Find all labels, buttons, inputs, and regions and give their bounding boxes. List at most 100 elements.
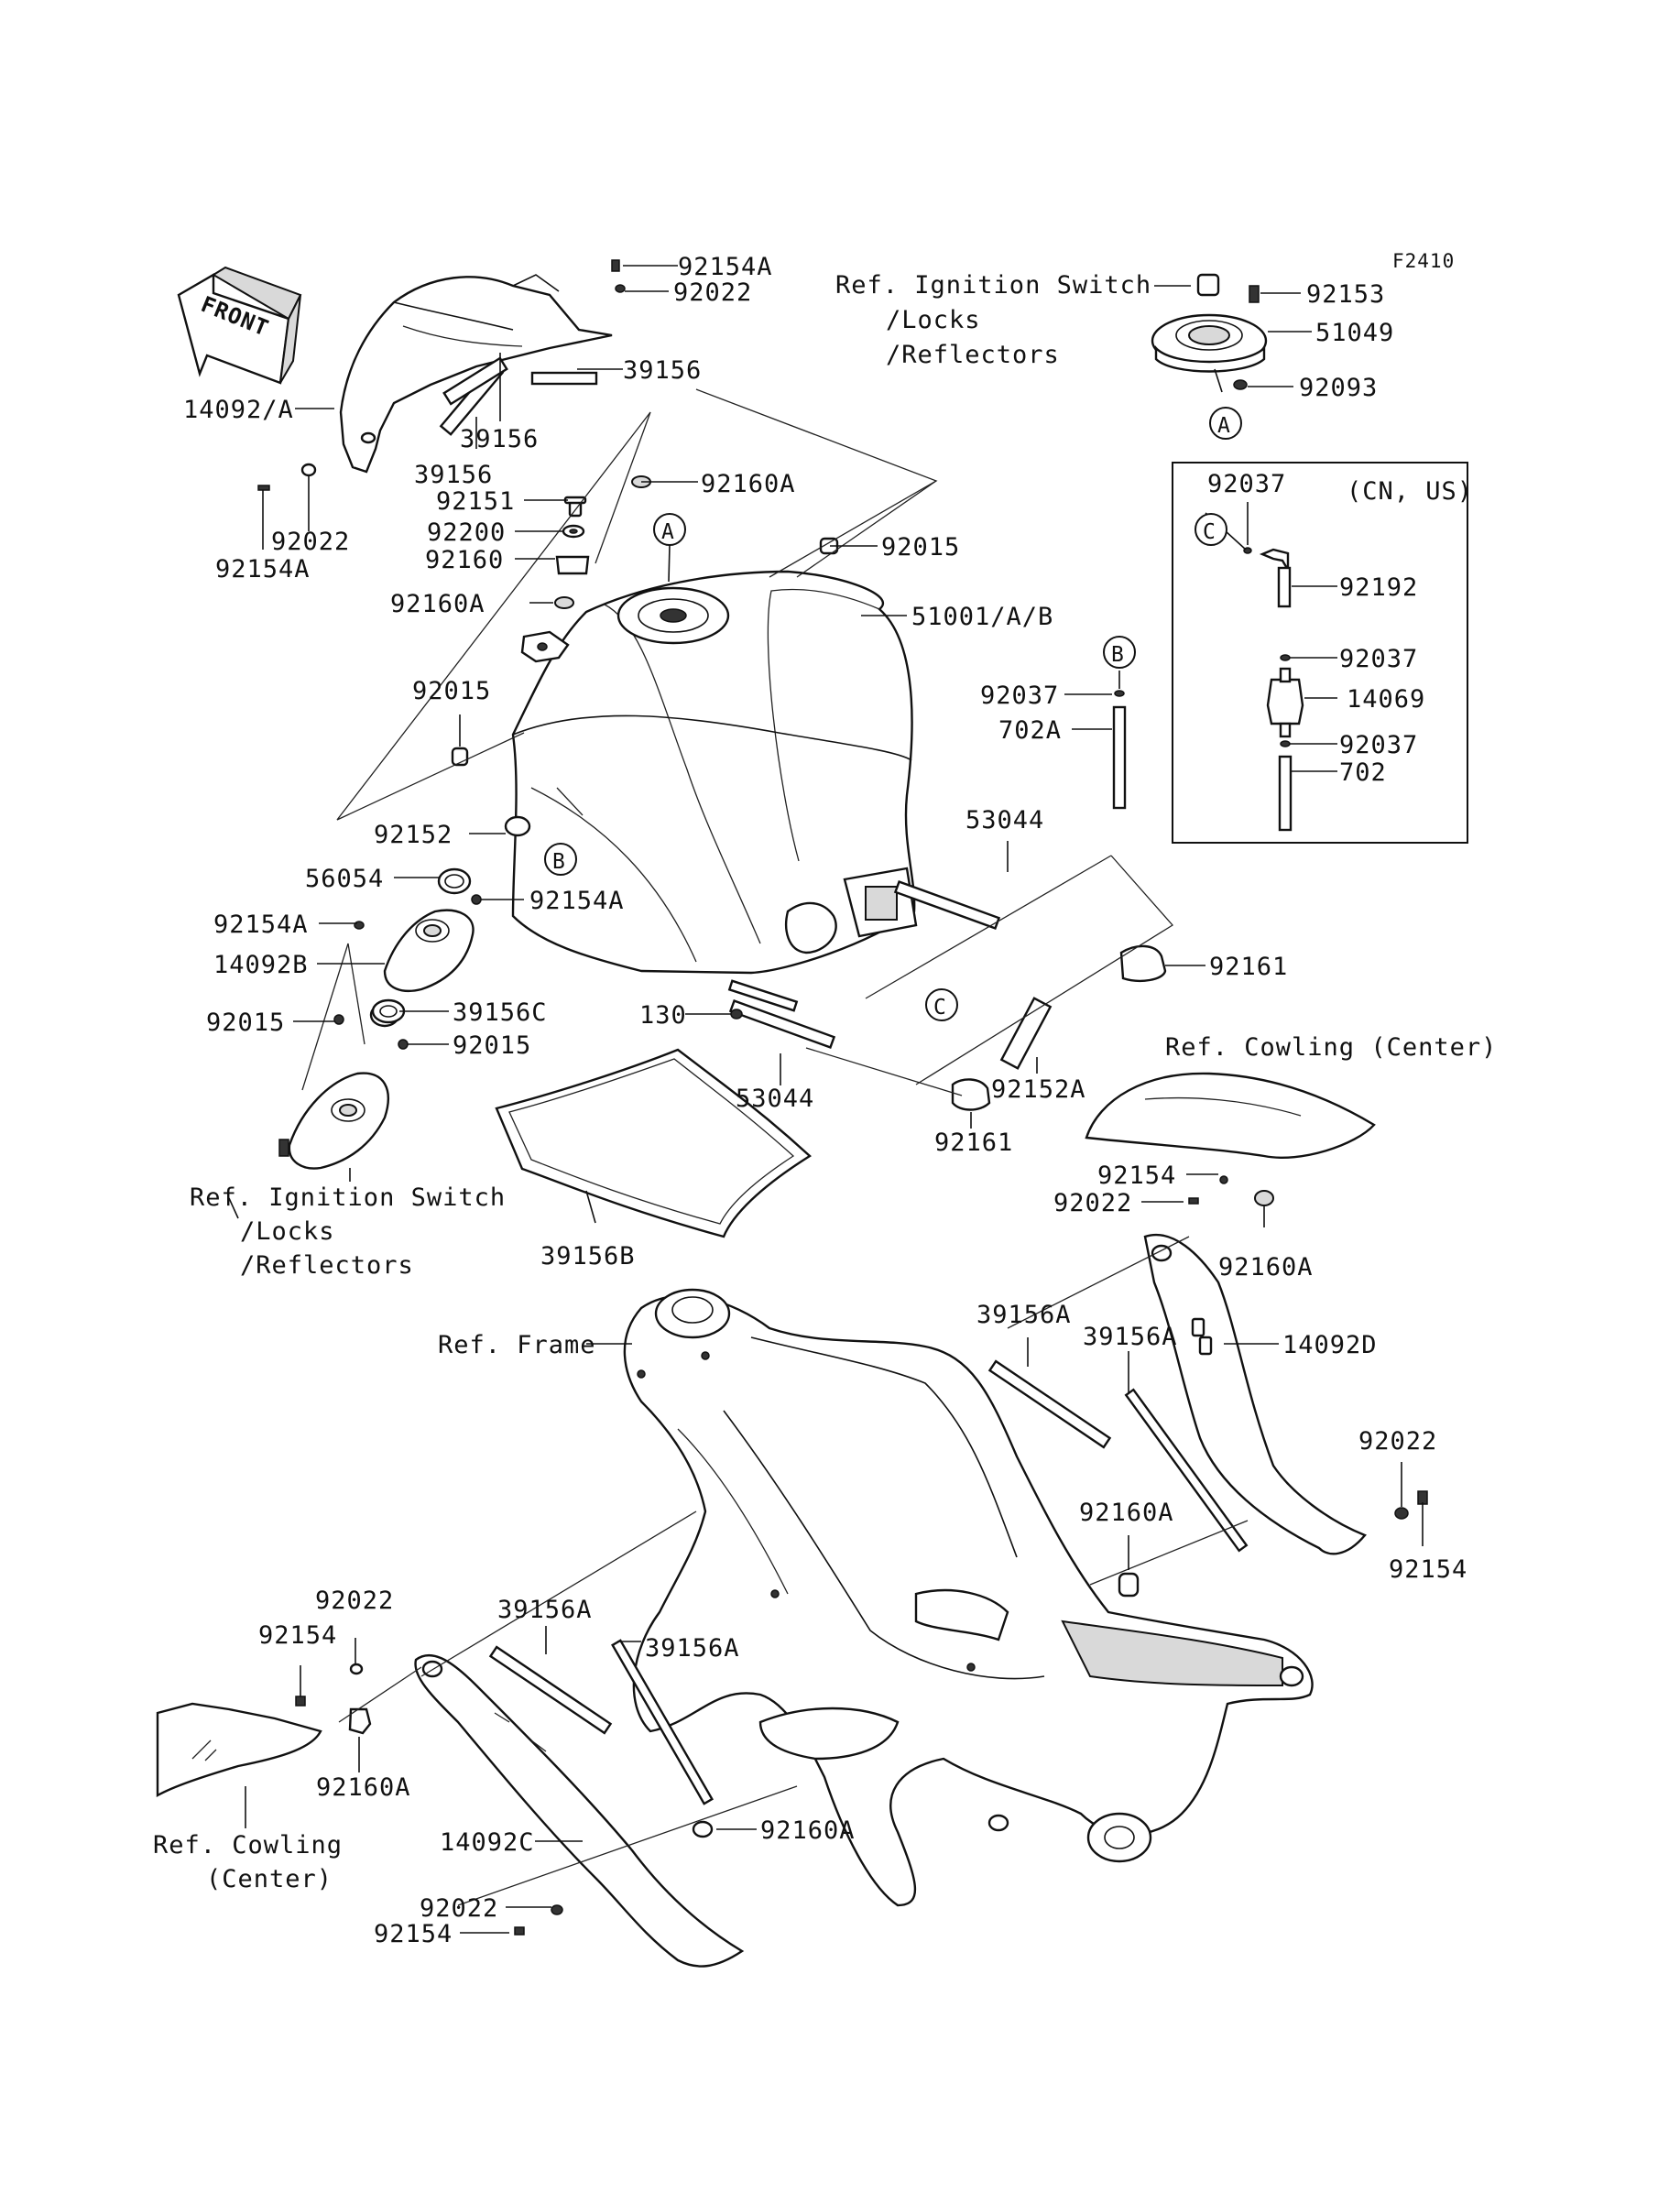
ref-ignition-left-line3: /Reflectors (240, 1251, 414, 1280)
label-92022-top: 92022 (673, 278, 752, 307)
side-cover-14092c (414, 1653, 745, 1968)
label-92154a-top: 92154A (678, 253, 773, 281)
label-92154-c: 92154 (258, 1621, 337, 1650)
ref-ignition-top-line2: /Locks (886, 306, 981, 334)
ref-ignition-left: Ref. Ignition Switch /Locks /Reflectors (190, 1183, 506, 1280)
callout-a-pump: A (1209, 407, 1242, 440)
rod-53044-a (893, 879, 1001, 931)
frame-ref (623, 1288, 1314, 1907)
callout-c-tank-text: C (933, 996, 947, 1020)
label-92015-a: 92015 (881, 533, 960, 562)
label-92022-d: 92022 (420, 1894, 498, 1923)
ref-ignition-top: Ref. Ignition Switch /Locks /Reflectors (835, 271, 1151, 369)
part-labels: 92154A 92022 39156 39156 39156 14092/A 9… (183, 253, 1467, 1948)
label-39156b: 39156B (540, 1242, 636, 1271)
label-92192: 92192 (1339, 573, 1418, 602)
construction-lines (301, 388, 1249, 1906)
label-92160: 92160 (425, 546, 504, 574)
strip-39156a-b (1124, 1388, 1249, 1553)
front-arrow-icon: FRONT (177, 266, 302, 385)
label-51001: 51001/A/B (911, 603, 1053, 631)
label-92037-c: 92037 (1339, 731, 1418, 759)
label-92160a-c: 92160A (1218, 1253, 1314, 1281)
label-14092d: 14092D (1282, 1331, 1378, 1359)
callout-b-tank-text: B (552, 850, 566, 874)
label-92154-b: 92154 (1389, 1555, 1467, 1584)
label-130: 130 (639, 1001, 687, 1030)
fuel-tank-51001 (511, 570, 918, 975)
strip-39156a-a (987, 1359, 1112, 1449)
label-39156a-d: 39156A (645, 1634, 740, 1663)
label-92154a-b: 92154A (529, 887, 625, 915)
label-702: 702 (1339, 758, 1387, 787)
label-92152: 92152 (374, 821, 453, 849)
cowling-center-ref-right (1085, 1072, 1376, 1159)
callout-c-inset-text: C (1203, 520, 1216, 544)
side-cover-14092a (339, 274, 613, 474)
label-39156a-a: 39156A (976, 1301, 1072, 1329)
damper-92161-a (1119, 944, 1167, 982)
ref-cowling-left-line1: Ref. Cowling (153, 1831, 343, 1859)
label-92161-b: 92161 (934, 1129, 1013, 1157)
label-92022-b: 92022 (1358, 1427, 1437, 1456)
ref-ignition-top-line1: Ref. Ignition Switch (835, 271, 1151, 300)
callout-c-inset: C (1195, 513, 1227, 546)
ref-ignition-top-line3: /Reflectors (886, 341, 1060, 369)
callout-a-pump-text: A (1217, 414, 1231, 438)
side-cover-14092d (1143, 1234, 1367, 1555)
label-92200: 92200 (427, 518, 506, 547)
label-92037-b: 92037 (1339, 645, 1418, 673)
label-92160a-f: 92160A (760, 1816, 856, 1845)
fuel-pump-51049 (1151, 273, 1268, 390)
label-92160a-d: 92160A (1079, 1499, 1174, 1527)
tank-mount-hardware (451, 259, 839, 837)
label-51049: 51049 (1315, 319, 1394, 347)
strip-39156-c (530, 371, 598, 386)
leader-lines (228, 265, 1424, 1934)
ref-cowling-center-left: Ref. Cowling (Center) (153, 1831, 343, 1893)
label-702a: 702A (998, 716, 1062, 745)
callout-b-hose: B (1103, 636, 1136, 669)
callout-a-top: A (653, 513, 686, 583)
label-53044-a: 53044 (965, 806, 1044, 834)
figure-code: F2410 (1392, 250, 1455, 272)
ref-frame: Ref. Frame (438, 1331, 596, 1359)
pin-130 (727, 979, 799, 1012)
label-14092b: 14092B (213, 951, 309, 979)
label-92153: 92153 (1306, 280, 1385, 309)
label-92037-a: 92037 (1207, 470, 1286, 498)
inset-box-cn-us: (CN, US) (1172, 462, 1472, 844)
label-39156-a: 39156 (623, 356, 702, 385)
label-92161-a: 92161 (1209, 953, 1288, 981)
label-92154-d: 92154 (374, 1920, 453, 1948)
strip-39156a-c (488, 1645, 613, 1735)
label-92015-b: 92015 (412, 677, 491, 705)
label-92022-a: 92022 (1053, 1189, 1132, 1217)
label-92093: 92093 (1299, 374, 1378, 402)
label-92154a-c: 92154A (213, 911, 309, 939)
label-39156-b: 39156 (460, 425, 539, 453)
label-14092c: 14092C (440, 1828, 535, 1857)
callout-c-tank: C (925, 988, 958, 1021)
ref-ignition-left-line1: Ref. Ignition Switch (190, 1183, 506, 1212)
label-92160a-a: 92160A (701, 470, 796, 498)
collar-92152a (999, 997, 1053, 1070)
label-92154a-left: 92154A (215, 555, 311, 583)
label-92152a: 92152A (991, 1075, 1086, 1104)
strip-39156-b (442, 356, 508, 406)
label-39156a-c: 39156A (497, 1596, 593, 1624)
clamp-92037 (1114, 690, 1125, 697)
rod-53044-b (728, 998, 836, 1050)
label-14069: 14069 (1347, 685, 1425, 714)
label-92154-a: 92154 (1097, 1161, 1176, 1190)
label-39156-c: 39156 (414, 461, 493, 489)
label-92037-d: 92037 (980, 682, 1059, 710)
ref-cowling-left-line2: (Center) (206, 1865, 333, 1893)
label-53044-b: 53044 (736, 1085, 814, 1113)
damper-92161-b (951, 1078, 991, 1111)
callout-a-text: A (661, 520, 675, 544)
callout-b-tank: B (544, 843, 577, 876)
label-92015-d: 92015 (453, 1031, 531, 1060)
label-92022-left: 92022 (271, 528, 350, 556)
